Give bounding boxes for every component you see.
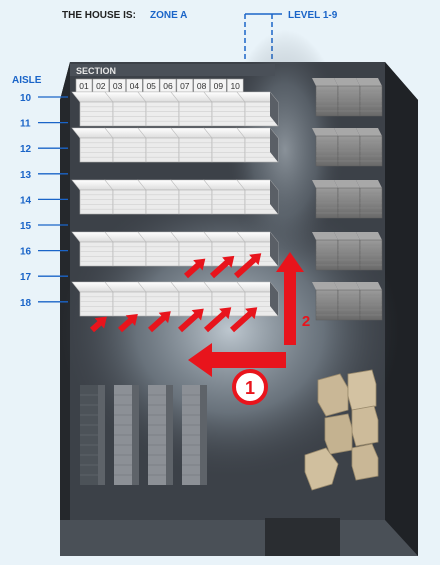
aisle-number: 10 — [20, 93, 32, 104]
aisle-number: 16 — [20, 247, 32, 258]
aisle-number: 12 — [20, 144, 32, 155]
storage-column — [114, 385, 139, 485]
section-number: 04 — [130, 81, 140, 91]
aisle-number: 14 — [20, 195, 32, 206]
step-2-label: 2 — [302, 313, 310, 330]
rack-row-dark — [312, 282, 383, 321]
right-rack-block — [312, 78, 383, 321]
section-number: 08 — [197, 81, 207, 91]
dock-door — [265, 518, 340, 556]
rack-row — [71, 179, 279, 215]
rack-row-dark — [312, 232, 383, 271]
section-number: 07 — [180, 81, 190, 91]
section-number: 05 — [146, 81, 156, 91]
storage-column — [182, 385, 207, 485]
pallet-boxes — [304, 369, 379, 491]
pick-arrow — [147, 311, 171, 333]
aisle-number: 17 — [20, 272, 32, 283]
pick-arrow — [183, 258, 206, 279]
pick-arrow — [233, 253, 262, 279]
aisle-label: AISLE — [12, 75, 42, 86]
rack-row — [71, 127, 279, 163]
section-number: 09 — [214, 81, 224, 91]
pick-arrow — [89, 316, 107, 333]
storage-column — [148, 385, 173, 485]
pick-arrow — [209, 255, 235, 279]
zone-label: ZONE A — [150, 10, 187, 21]
level-label: LEVEL 1-9 — [288, 10, 338, 21]
section-number: 06 — [163, 81, 173, 91]
rack-row-dark — [312, 128, 383, 167]
pick-arrow — [229, 307, 258, 333]
rack-row — [71, 231, 279, 267]
section-number: 01 — [79, 81, 89, 91]
section-strip — [70, 64, 275, 76]
rack-row — [71, 91, 279, 127]
pick-arrow — [177, 308, 204, 333]
pick-arrow — [203, 307, 232, 333]
storage-column — [80, 385, 105, 485]
step-1-marker: 1 — [232, 369, 268, 405]
aisle-number: 15 — [20, 221, 32, 232]
aisle-number: 13 — [20, 170, 32, 181]
rack-row — [71, 281, 279, 317]
route-arrow-1 — [188, 343, 286, 377]
lower-storage-rows — [80, 385, 207, 485]
aisle-number: 11 — [20, 119, 31, 130]
left-rack-block — [71, 91, 279, 317]
rack-row-dark — [312, 78, 383, 117]
route-arrow-2 — [276, 252, 304, 345]
aisle-numbers: 10 11 12 13 14 15 16 17 18 — [20, 93, 68, 309]
section-number: 02 — [96, 81, 106, 91]
rack-row-dark — [312, 180, 383, 219]
pick-arrow — [117, 313, 138, 333]
section-number: 03 — [113, 81, 123, 91]
aisle-number: 18 — [20, 298, 32, 309]
section-label: SECTION — [76, 66, 116, 76]
direction-arrows — [89, 253, 262, 333]
house-label: THE HOUSE IS: — [62, 10, 136, 21]
section-number: 10 — [230, 81, 240, 91]
step-1-label: 1 — [245, 378, 255, 398]
